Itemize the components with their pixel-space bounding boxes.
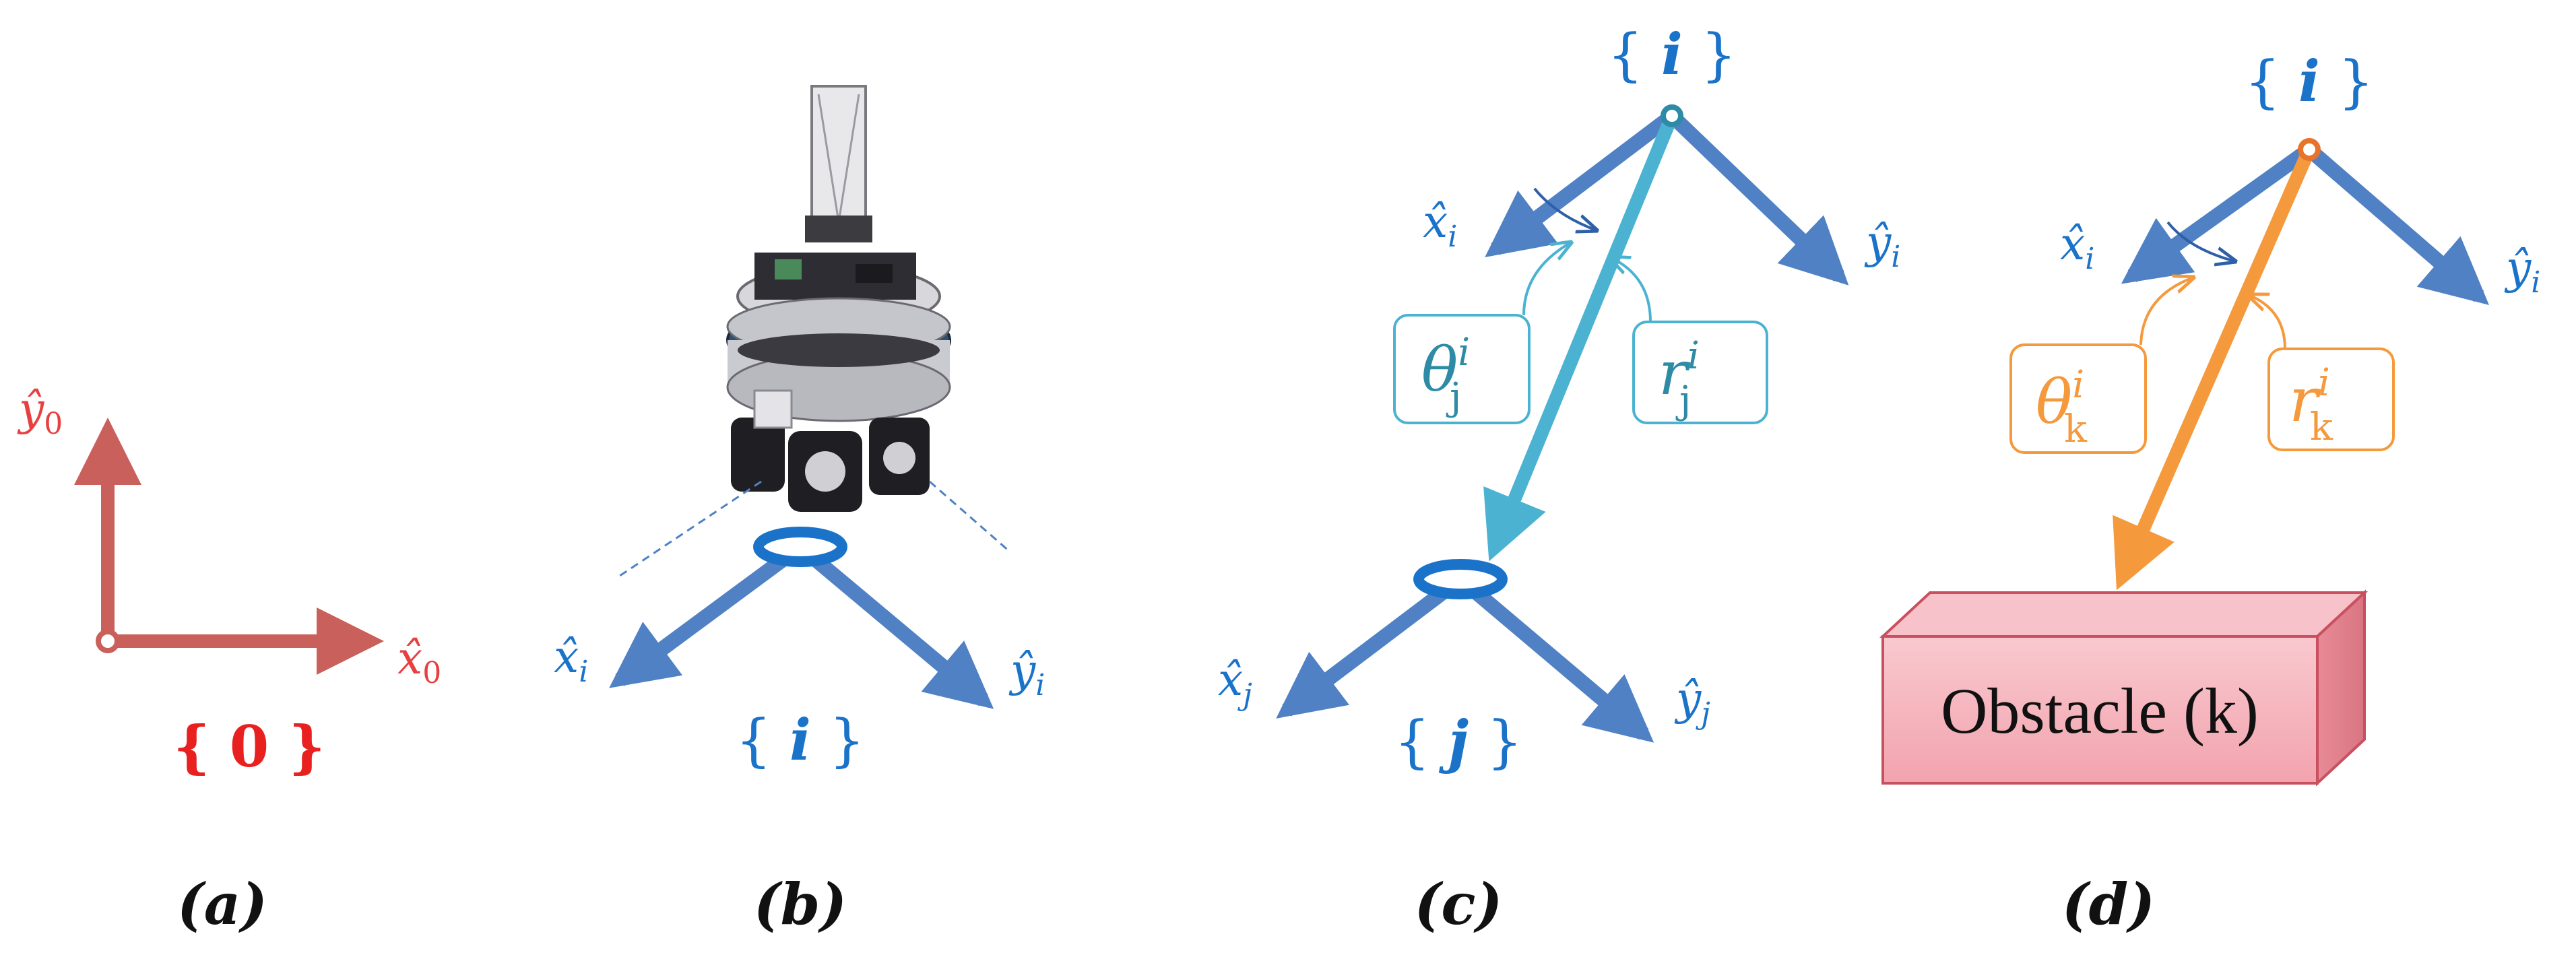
robot-i-y-axis-c — [1667, 110, 1849, 286]
range-label-box — [1632, 321, 1768, 424]
robot-i-x-axis-c — [1485, 110, 1677, 257]
obstacle-block: Obstacle (k) — [1879, 589, 2369, 787]
robot-i-frame-label: { i } — [736, 706, 865, 773]
robot-j-frame-label: { j } — [1394, 708, 1523, 774]
robot-i-y-label-c: ŷi — [1864, 216, 1900, 274]
obstacle-bearing-label-box — [2009, 343, 2147, 454]
obstacle-range-label-box — [2267, 348, 2395, 451]
bearing-callout — [1522, 242, 1571, 316]
world-y-label: ŷ0 — [17, 383, 63, 441]
robot-i-frame-label-d: { i } — [2245, 48, 2374, 114]
robot-i-origin-c — [1661, 104, 1683, 127]
obstacle-link-arrow — [2113, 146, 2316, 591]
bearing-label-box — [1393, 314, 1531, 424]
robot-i-x-label-c: x̂i — [1423, 196, 1457, 254]
view-guide-left — [619, 480, 762, 577]
range-callout — [1610, 257, 1652, 323]
obstacle-bearing-callout — [2139, 277, 2193, 345]
robot-i-x-label: x̂i — [554, 631, 588, 689]
robot-i-y-axis — [795, 541, 994, 709]
view-guide-right — [929, 480, 1011, 554]
robot-image — [726, 85, 951, 512]
caption-b: (b) — [754, 871, 847, 937]
robot-j-y-label: ŷj — [1674, 673, 1710, 731]
robot-i-x-axis-d — [2121, 143, 2314, 284]
robot-i-y-label: ŷi — [1008, 644, 1045, 702]
neighbor-link-arrow — [1483, 113, 1679, 562]
robot-j-origin-ring — [1413, 559, 1508, 599]
robot-j-x-label: x̂j — [1218, 654, 1252, 712]
panel-b: x̂i ŷi { i } (b) — [554, 85, 1045, 937]
bearing-angle-arc-d — [2166, 221, 2235, 261]
robot-i-x-axis — [609, 541, 805, 688]
world-x-label: x̂0 — [397, 632, 441, 690]
robot-i-origin-d — [2298, 138, 2321, 161]
caption-c: (c) — [1415, 871, 1503, 937]
caption-d: (d) — [2062, 871, 2155, 937]
obstacle-range-callout — [2249, 295, 2286, 350]
robot-i-y-label-d: ŷi — [2504, 242, 2540, 300]
robot-j-y-axis — [1455, 573, 1654, 743]
robot-i-origin-ring — [753, 527, 847, 567]
robot-j-x-axis — [1276, 573, 1465, 719]
bearing-angle-arc — [1533, 187, 1597, 230]
robot-i-x-label-d: x̂i — [2060, 218, 2094, 276]
obstacle-label: Obstacle (k) — [1941, 675, 2259, 747]
world-origin-marker — [96, 629, 120, 653]
robot-i-y-axis-d — [2304, 143, 2489, 305]
robot-i-frame-label-c: { i } — [1607, 21, 1737, 88]
caption-a: (a) — [177, 871, 267, 937]
world-frame-label: { 0 } — [174, 713, 325, 780]
panel-a: ŷ0 x̂0 { 0 } (a) — [17, 383, 441, 937]
